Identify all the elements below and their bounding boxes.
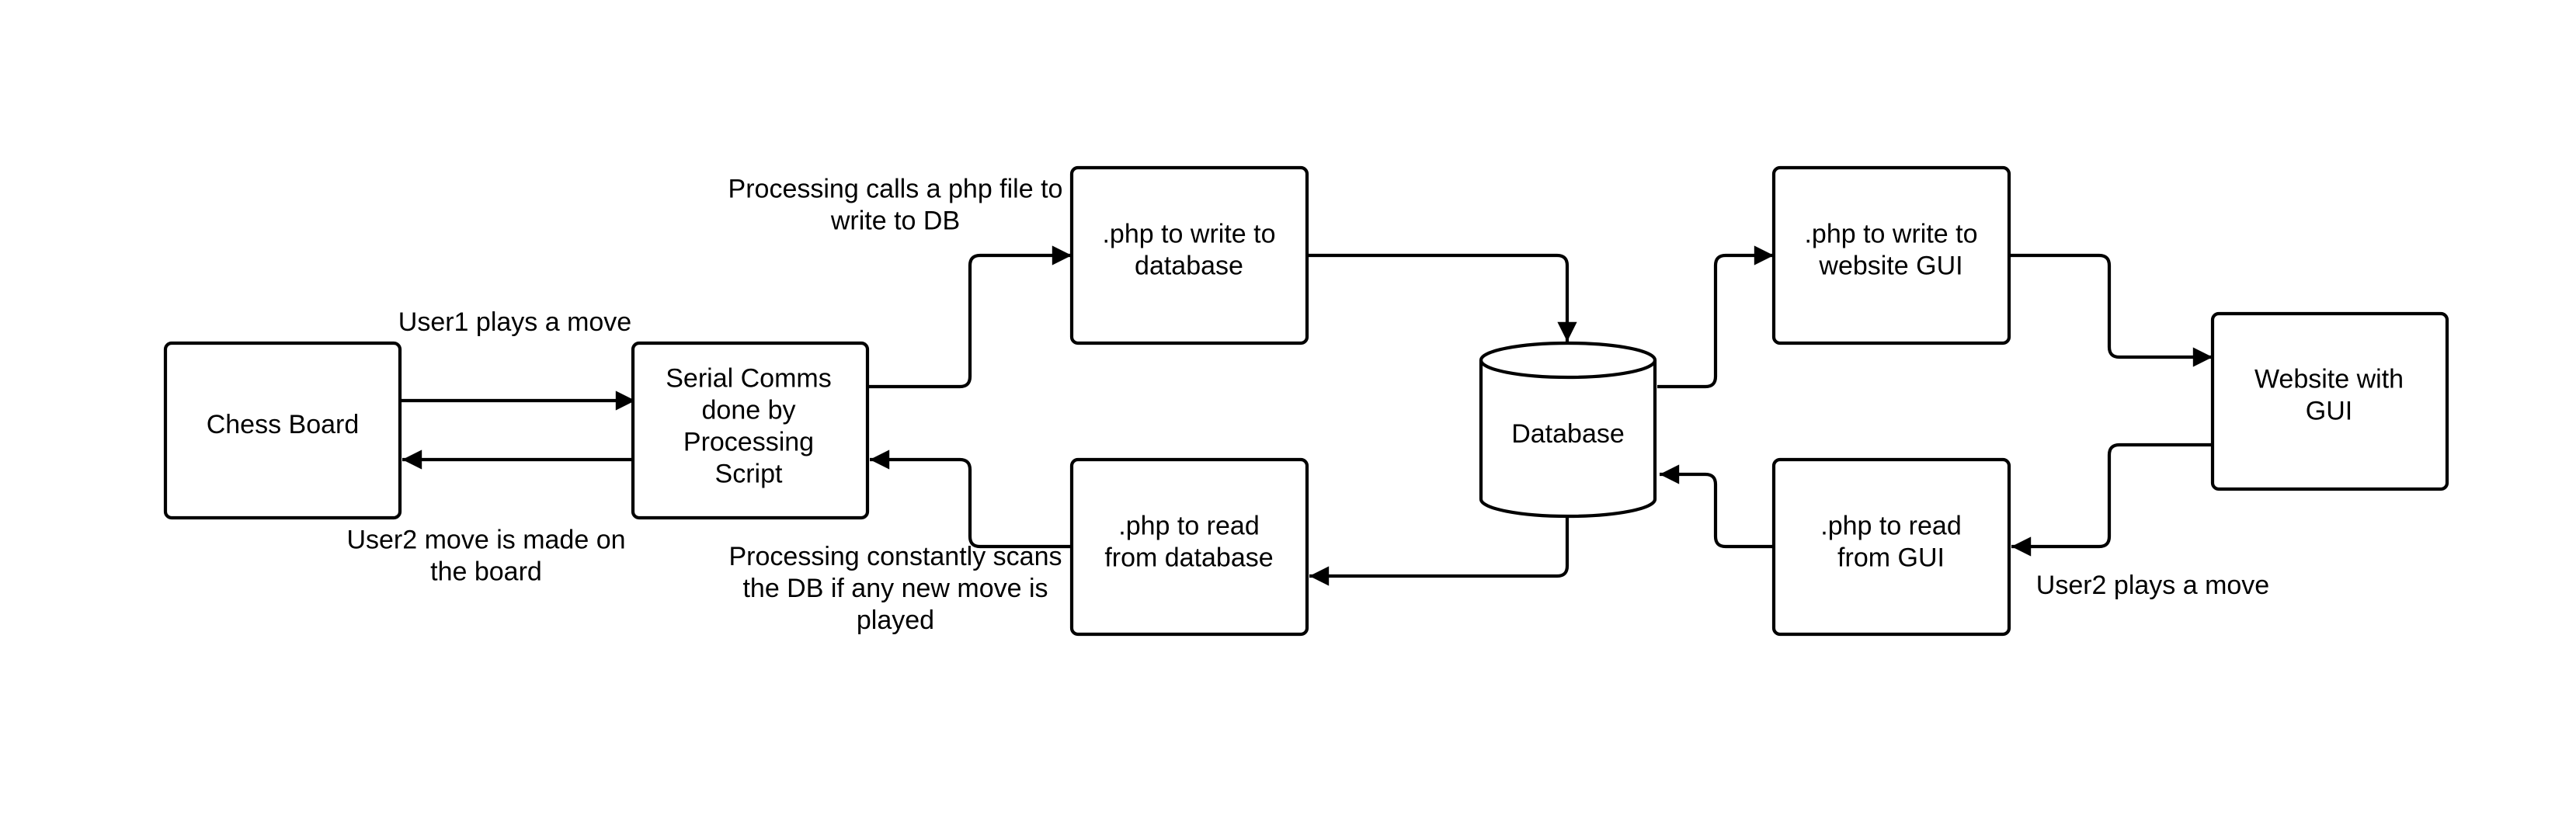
- text-line: Script: [715, 459, 783, 488]
- php-read-gui-box: [1771, 457, 2011, 637]
- text-line: write to DB: [830, 206, 960, 235]
- php-write-gui-label: .php to write to website GUI: [1804, 219, 1977, 280]
- text-line: website GUI: [1818, 251, 1962, 280]
- text-line: Serial Comms: [666, 363, 831, 393]
- text-line: Chess Board: [207, 410, 360, 439]
- php-write-gui-box: [1771, 165, 2011, 345]
- edge-php-read-gui-to-database: [1660, 464, 1774, 549]
- text-line: User1 plays a move: [398, 307, 631, 337]
- text-line: the DB if any new move is: [742, 574, 1048, 603]
- label-processing-scans-db: Processing constantly scans the DB if any…: [729, 542, 1062, 635]
- label-user2-move-on-board: User2 move is made on the board: [346, 525, 625, 586]
- edge-serial-comms-to-php-write-db: [867, 245, 1072, 389]
- text-line: GUI: [2306, 396, 2352, 425]
- php-read-db-label: .php to read from database: [1104, 511, 1273, 572]
- database-cylinder-rim: [1479, 359, 1657, 380]
- edge-php-read-db-to-serial-comms: [870, 449, 1072, 549]
- node-php-read-gui: .php to read from GUI: [1771, 457, 2011, 637]
- node-database: Database: [1479, 341, 1657, 519]
- text-line: database: [1135, 251, 1243, 280]
- database-label: Database: [1511, 419, 1625, 449]
- text-line: done by: [702, 395, 796, 425]
- text-line: .php to write to: [1804, 219, 1977, 248]
- label-processing-calls-php: Processing calls a php file to write to D…: [728, 174, 1063, 235]
- node-php-read-db: .php to read from database: [1069, 457, 1309, 637]
- node-php-write-gui: .php to write to website GUI: [1771, 165, 2011, 345]
- text-line: from GUI: [1837, 543, 1945, 572]
- edge-website-to-php-read-gui: [2011, 443, 2213, 557]
- edge-php-write-db-to-database: [1307, 253, 1577, 342]
- text-line: played: [857, 606, 934, 635]
- edge-php-write-gui-to-website: [2009, 253, 2213, 367]
- text-line: Database: [1511, 419, 1625, 449]
- chess-board-box: [163, 341, 402, 520]
- text-line: Processing constantly scans: [729, 542, 1062, 571]
- text-line: the board: [430, 557, 542, 586]
- text-line: from database: [1104, 543, 1273, 572]
- label-user2-plays-move: User2 plays a move: [2036, 571, 2269, 600]
- text-line: Website with: [2254, 364, 2404, 394]
- text-line: .php to read: [1820, 511, 1961, 540]
- database-cylinder: [1479, 341, 1657, 519]
- node-php-write-db: .php to write to database: [1069, 165, 1309, 345]
- text-line: Processing calls a php file to: [728, 174, 1063, 203]
- php-write-db-label: .php to write to database: [1102, 219, 1275, 280]
- label-user1-plays-move: User1 plays a move: [398, 307, 631, 337]
- php-read-db-box: [1069, 457, 1309, 637]
- edge-database-to-php-read-db: [1309, 516, 1570, 586]
- text-line: .php to write to: [1102, 219, 1275, 248]
- chess-board-label: Chess Board: [207, 410, 360, 439]
- text-line: User2 move is made on: [346, 525, 625, 554]
- php-write-db-box: [1069, 165, 1309, 345]
- text-line: Processing: [683, 427, 814, 456]
- php-read-gui-label: .php to read from GUI: [1820, 511, 1961, 572]
- node-chess-board: Chess Board: [163, 341, 402, 520]
- edge-database-to-php-write-gui: [1657, 245, 1774, 389]
- serial-comms-box: [631, 341, 870, 520]
- website-box: [2210, 311, 2449, 491]
- edges: [400, 245, 2213, 586]
- text-line: .php to read: [1118, 511, 1259, 540]
- text-line: User2 plays a move: [2036, 571, 2269, 600]
